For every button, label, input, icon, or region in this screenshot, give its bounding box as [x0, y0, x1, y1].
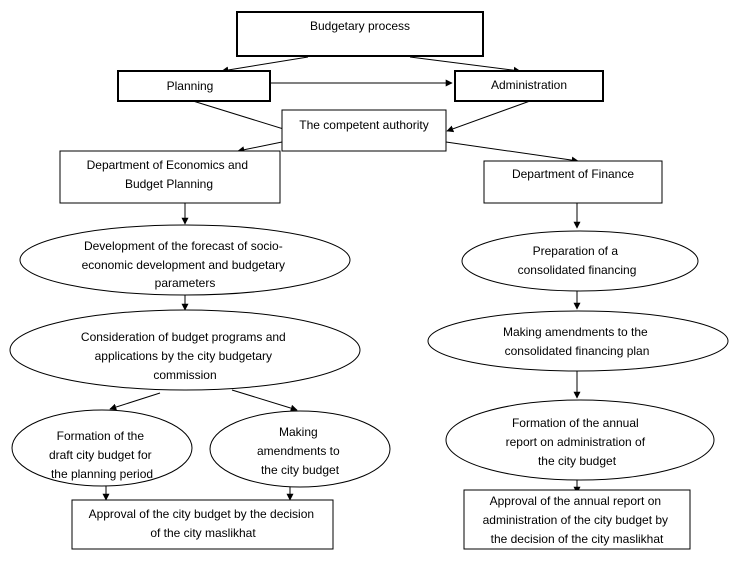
arrow-consideration-to-amendments: [231, 389, 298, 412]
dept-finance-label: Department of Finance: [512, 167, 634, 181]
arrow-administration-to-authority: [446, 100, 531, 133]
approval-report-box: [463, 489, 691, 550]
annual-report-ellipse: [445, 399, 715, 481]
annual-report-label: Formation of the annual report on admini…: [506, 416, 649, 468]
approval-budget-box: [71, 499, 334, 550]
dept-finance-box: [483, 160, 663, 204]
consideration-label: Consideration of budget programs and app…: [81, 330, 289, 382]
formation-draft-ellipse: [11, 409, 193, 487]
approval-budget-label: Approval of the city budget by the decis…: [89, 507, 318, 540]
approval-report-label: Approval of the annual report on adminis…: [483, 494, 672, 546]
preparation-label: Preparation of a consolidated financing: [518, 244, 637, 277]
formation-draft-label: Formation of the draft city budget for t…: [49, 429, 155, 481]
forecast-ellipse: [19, 224, 351, 296]
arrow-planning-to-authority: [192, 100, 291, 133]
administration-label: Administration: [491, 78, 567, 92]
amendments-plan-ellipse: [427, 310, 729, 372]
arrow-process-to-administration: [409, 56, 521, 74]
amendments-plan-label: Making amendments to the consolidated fi…: [503, 325, 651, 358]
arrow-process-to-planning: [221, 56, 309, 74]
administration-box: [454, 70, 604, 102]
competent-authority-box: [281, 109, 447, 152]
competent-authority-label: The competent authority: [299, 118, 428, 132]
forecast-label: Development of the forecast of socio- ec…: [82, 239, 289, 290]
consideration-ellipse: [9, 309, 361, 391]
budgetary-process-box: [236, 11, 484, 57]
connectors: [102, 56, 581, 501]
preparation-ellipse: [461, 230, 699, 292]
arrow-consideration-to-draft: [109, 392, 161, 411]
budgetary-process-label: Budgetary process: [310, 19, 410, 33]
planning-box: [117, 70, 271, 102]
labels: Budgetary process Planning Administratio…: [49, 19, 672, 546]
arrow-authority-to-finance: [445, 141, 579, 164]
arrow-authority-to-economics: [237, 141, 283, 154]
planning-label: Planning: [167, 79, 214, 93]
amendments-budget-label: Making amendments to the city budget: [257, 425, 343, 477]
dept-economics-label: Department of Economics and Budget Plann…: [87, 158, 252, 191]
amendments-budget-ellipse: [209, 410, 391, 488]
shapes: [9, 11, 729, 550]
dept-economics-box: [59, 150, 281, 204]
